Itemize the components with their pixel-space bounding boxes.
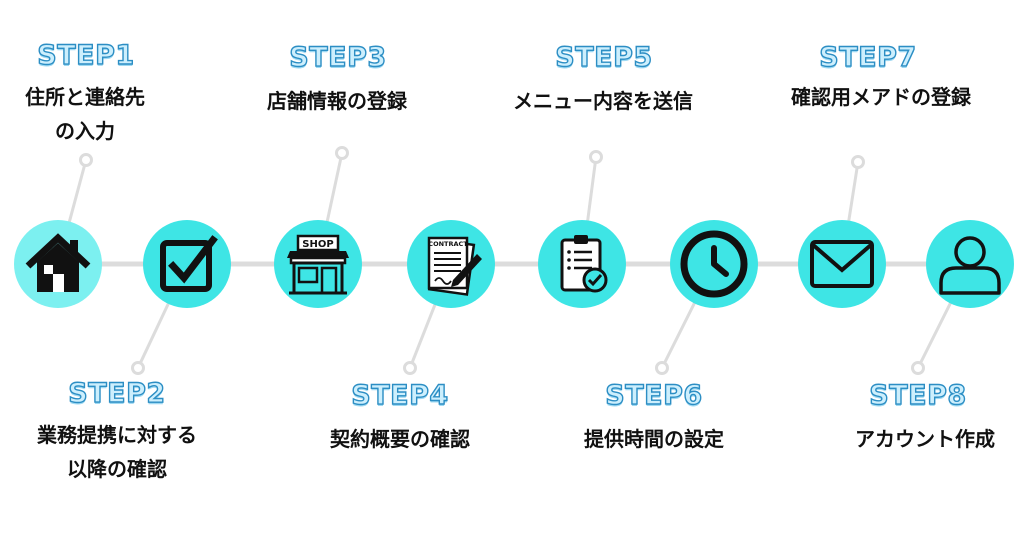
step-8-title: STEP8 bbox=[869, 379, 967, 411]
step-1-label-line-1: 住所と連絡先 bbox=[25, 85, 145, 109]
step-4-title: STEP4 bbox=[351, 379, 449, 411]
step-5-title: STEP5 bbox=[555, 41, 653, 73]
step-3-label: 店舗情報の登録 bbox=[222, 84, 452, 118]
step-8-node bbox=[926, 220, 1014, 308]
step-2-connector-dot bbox=[131, 361, 145, 375]
step-7-label: 確認用メアドの登録 bbox=[766, 80, 996, 114]
step-3-label-line-1: 店舗情報の登録 bbox=[267, 89, 407, 113]
contract-icon: CONTRACT bbox=[427, 236, 482, 296]
step-7-label-line-1: 確認用メアドの登録 bbox=[791, 85, 971, 109]
step-8-connector-dot bbox=[911, 361, 925, 375]
connectors bbox=[67, 146, 953, 375]
step-2-node bbox=[143, 220, 231, 308]
step-3-connector-dot bbox=[335, 146, 349, 160]
step-nodes: SHOP CONTRACT bbox=[14, 220, 1014, 308]
step-6-node bbox=[670, 220, 758, 308]
step-2-label-line-1: 業務提携に対する bbox=[37, 423, 197, 447]
step-4-label: 契約概要の確認 bbox=[285, 422, 515, 456]
step-5-connector bbox=[585, 162, 597, 223]
step-2-label: 業務提携に対する 以降の確認 bbox=[2, 418, 232, 486]
step-4-node: CONTRACT bbox=[407, 220, 495, 308]
step-2-connector bbox=[139, 301, 171, 364]
step-4-connector-dot bbox=[403, 361, 417, 375]
checkbox-icon bbox=[160, 235, 218, 292]
step-1-connector bbox=[67, 165, 86, 224]
step-6-label: 提供時間の設定 bbox=[539, 422, 769, 456]
step-2-circle bbox=[143, 220, 231, 308]
clipboard-check-icon bbox=[560, 235, 608, 293]
step-5-node bbox=[538, 220, 626, 308]
step-6-label-line-1: 提供時間の設定 bbox=[584, 427, 724, 451]
step-2-title: STEP2 bbox=[68, 377, 166, 409]
step-1-node bbox=[14, 220, 102, 308]
step-8-label-line-1: アカウント作成 bbox=[855, 427, 995, 451]
step-7-title: STEP7 bbox=[819, 41, 917, 73]
step-6-connector-dot bbox=[655, 361, 669, 375]
step-3-node: SHOP bbox=[274, 220, 362, 308]
step-1-label-line-2: の入力 bbox=[55, 119, 115, 143]
step-8-label: アカウント作成 bbox=[810, 422, 1024, 456]
step-1-connector-dot bbox=[79, 153, 93, 167]
step-3-title: STEP3 bbox=[289, 41, 387, 73]
step-5-connector-dot bbox=[589, 150, 603, 164]
step-2-label-line-2: 以降の確認 bbox=[67, 457, 167, 481]
step-4-label-line-1: 契約概要の確認 bbox=[330, 427, 470, 451]
step-1-title: STEP1 bbox=[37, 39, 135, 71]
step-5-label: メニュー内容を送信 bbox=[488, 84, 718, 118]
shop-icon: SHOP bbox=[287, 234, 349, 295]
step-6-title: STEP6 bbox=[605, 379, 703, 411]
step-4-connector bbox=[410, 302, 437, 363]
house-icon bbox=[25, 233, 91, 292]
step-8-circle bbox=[926, 220, 1014, 308]
step-7-connector bbox=[847, 167, 859, 223]
step-7-connector-dot bbox=[851, 155, 865, 169]
step-3-connector bbox=[325, 158, 343, 224]
step-7-node bbox=[798, 220, 886, 308]
user-icon bbox=[939, 236, 1001, 295]
clock-icon bbox=[680, 230, 748, 298]
envelope-icon bbox=[810, 240, 874, 288]
contract-heading-text: CONTRACT bbox=[428, 240, 468, 248]
step-5-label-line-1: メニュー内容を送信 bbox=[513, 89, 693, 113]
shop-sign-text: SHOP bbox=[302, 239, 333, 250]
step-1-label: 住所と連絡先 の入力 bbox=[0, 80, 200, 148]
step-6-connector bbox=[663, 300, 697, 364]
step-8-connector bbox=[919, 300, 953, 364]
